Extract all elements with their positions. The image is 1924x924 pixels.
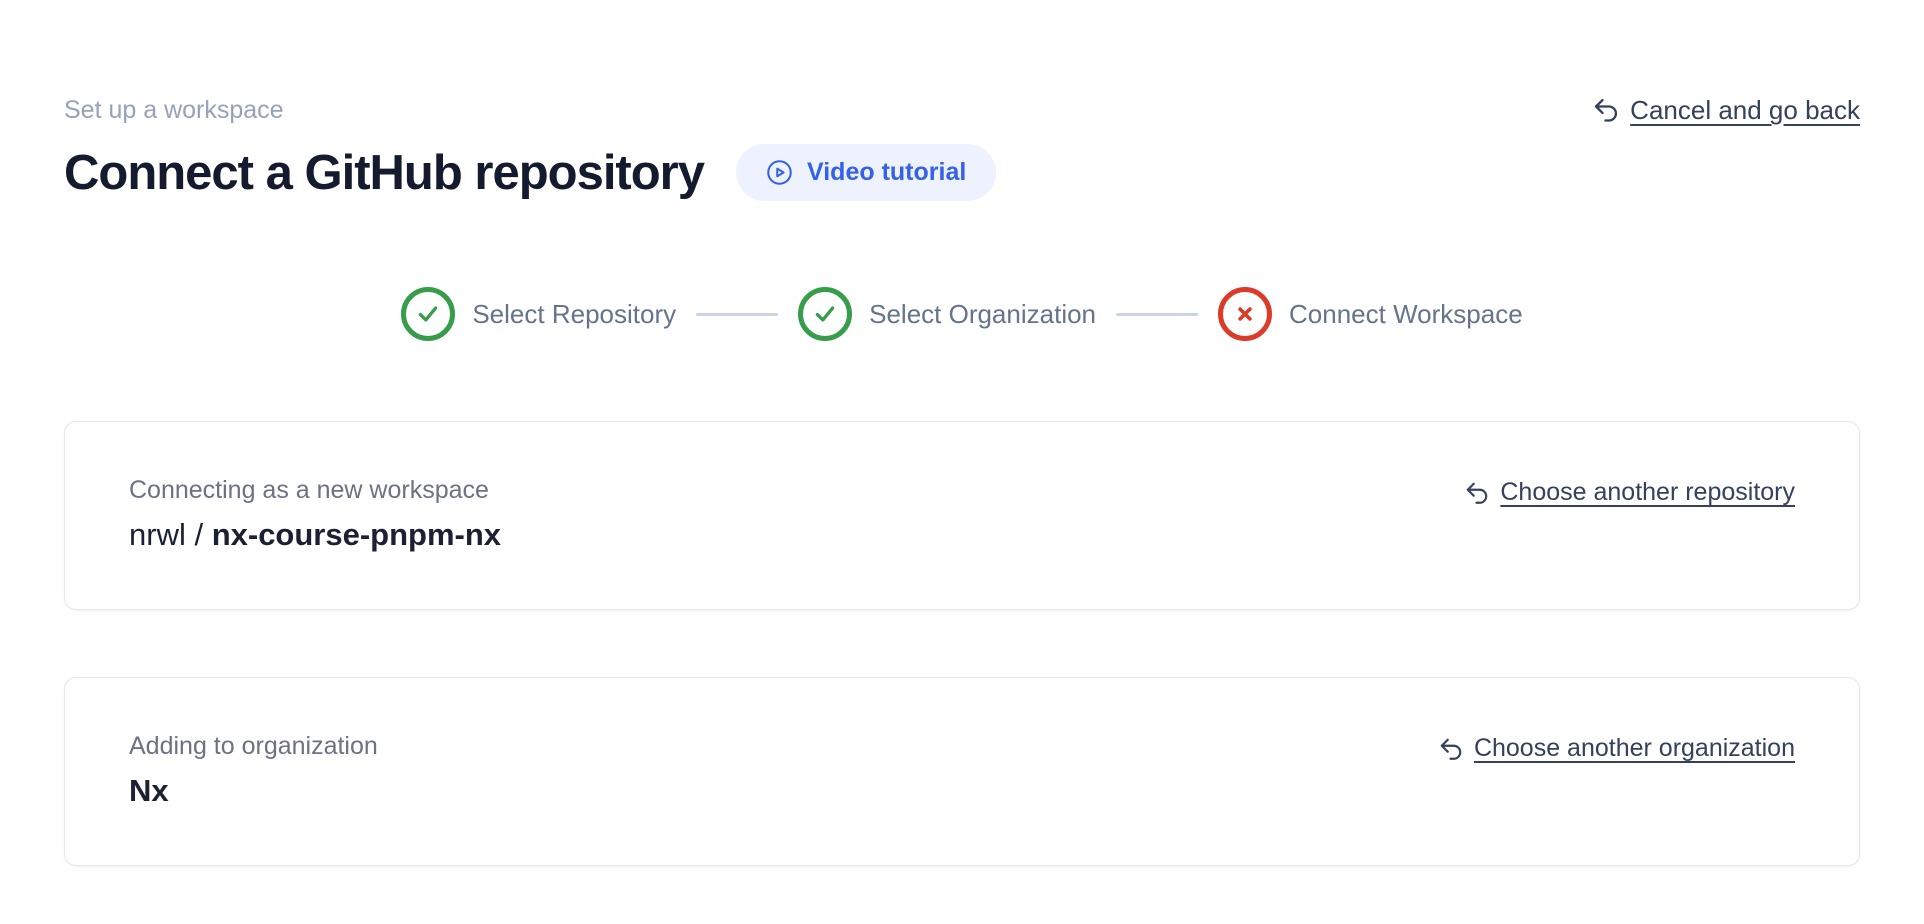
video-tutorial-button[interactable]: Video tutorial <box>736 144 997 201</box>
page-title: Connect a GitHub repository <box>64 145 705 200</box>
x-circle-icon <box>1218 287 1273 341</box>
check-circle-icon <box>401 287 456 341</box>
header-top-row: Set up a workspace Cancel and go back <box>64 92 1860 128</box>
repository-card-label: Connecting as a new workspace <box>129 476 489 504</box>
step-label: Connect Workspace <box>1289 298 1523 329</box>
eyebrow-text: Set up a workspace <box>64 95 284 124</box>
step-label: Select Organization <box>869 298 1097 329</box>
step-select-repository: Select Repository <box>401 287 676 341</box>
undo-arrow-icon <box>1440 738 1462 760</box>
step-label: Select Repository <box>472 298 677 329</box>
cancel-and-go-back-link[interactable]: Cancel and go back <box>1592 95 1860 126</box>
choose-another-repository-link[interactable]: Choose another repository <box>1464 478 1795 507</box>
stepper-connector <box>696 312 779 316</box>
video-tutorial-label: Video tutorial <box>807 158 967 186</box>
undo-arrow-icon <box>1467 482 1488 504</box>
stepper-connector <box>1116 312 1199 316</box>
organization-card: Adding to organization Nx Choose another… <box>64 677 1860 866</box>
repository-full-name: nrwl / nx-course-pnpm-nx <box>129 517 501 553</box>
cancel-link-label: Cancel and go back <box>1630 94 1860 125</box>
repository-card-info: Connecting as a new workspace nrwl / nx-… <box>129 476 501 553</box>
check-circle-icon <box>798 287 853 341</box>
repository-name: nx-course-pnpm-nx <box>211 517 502 552</box>
organization-card-info: Adding to organization Nx <box>129 732 378 809</box>
undo-arrow-icon <box>1595 98 1618 122</box>
choose-another-organization-label: Choose another organization <box>1473 734 1795 762</box>
repository-card: Connecting as a new workspace nrwl / nx-… <box>64 421 1860 610</box>
repository-owner: nrwl / <box>129 517 212 552</box>
organization-name: Nx <box>129 773 169 808</box>
choose-another-repository-label: Choose another repository <box>1500 478 1795 506</box>
step-connect-workspace: Connect Workspace <box>1218 287 1523 341</box>
organization-card-label: Adding to organization <box>129 732 378 760</box>
setup-workspace-page: Set up a workspace Cancel and go back Co… <box>64 92 1860 866</box>
header-title-row: Connect a GitHub repository Video tutori… <box>64 144 1860 201</box>
progress-stepper: Select Repository Select Organization Co… <box>64 287 1860 341</box>
choose-another-organization-link[interactable]: Choose another organization <box>1438 734 1795 763</box>
step-select-organization: Select Organization <box>798 287 1096 341</box>
play-circle-icon <box>767 160 792 185</box>
